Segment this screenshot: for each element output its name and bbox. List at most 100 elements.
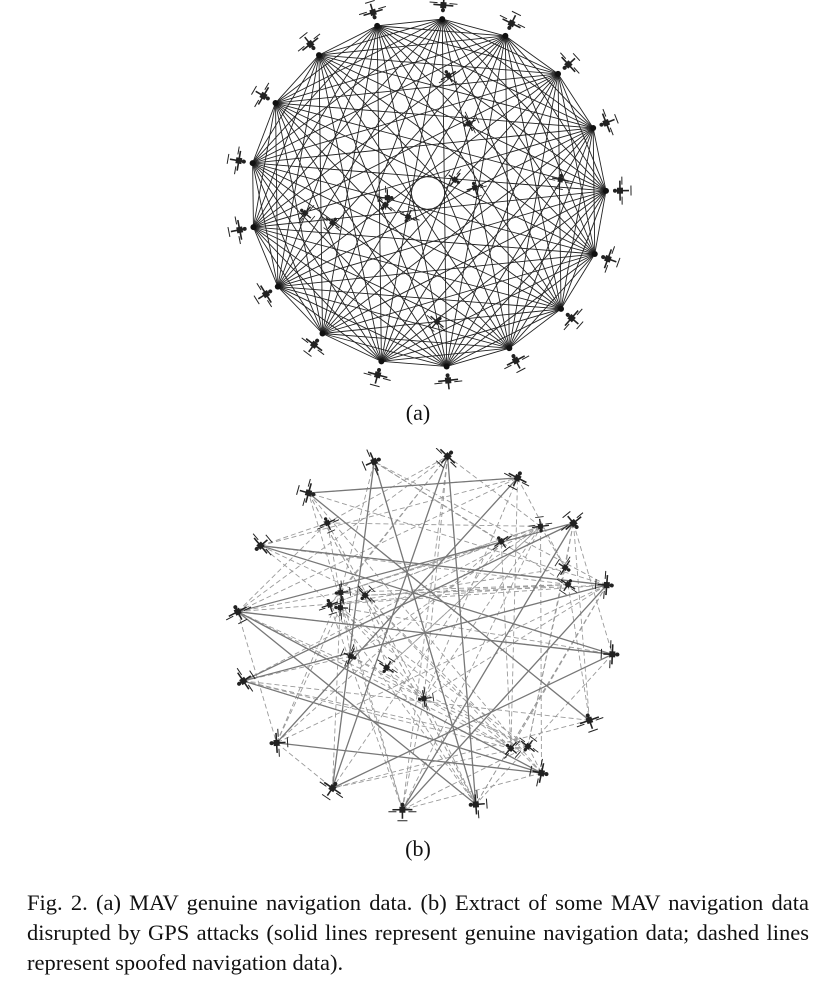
spoofed-edge bbox=[260, 545, 512, 749]
genuine-edge bbox=[252, 162, 595, 255]
drone-icon bbox=[388, 802, 417, 822]
genuine-edge bbox=[318, 54, 596, 255]
genuine-edge bbox=[277, 190, 607, 288]
genuine-edge bbox=[253, 25, 378, 228]
drone-icon bbox=[417, 686, 435, 711]
genuine-edge bbox=[508, 253, 596, 349]
genuine-edge bbox=[441, 18, 596, 255]
genuine-edge bbox=[560, 127, 594, 309]
spoofed-edge bbox=[423, 584, 607, 699]
ring-node bbox=[439, 16, 446, 23]
spoofed-edge bbox=[327, 455, 448, 524]
spoofed-edge bbox=[308, 492, 477, 805]
genuine-edge bbox=[446, 127, 594, 367]
genuine-edge bbox=[252, 163, 254, 228]
spoofed-edge bbox=[276, 584, 607, 744]
genuine-edge bbox=[331, 456, 449, 789]
spoofed-edge bbox=[350, 655, 512, 749]
genuine-edge bbox=[322, 127, 594, 334]
genuine-edge bbox=[253, 226, 382, 362]
genuine-edge bbox=[376, 25, 510, 349]
ring-node bbox=[250, 224, 257, 231]
genuine-edge bbox=[253, 73, 559, 228]
drone-icon bbox=[296, 478, 316, 507]
genuine-edge bbox=[381, 190, 607, 362]
drone-icon bbox=[236, 667, 256, 692]
genuine-edge bbox=[322, 333, 447, 367]
spoofed-edge bbox=[447, 455, 541, 527]
genuine-edge bbox=[322, 190, 607, 334]
genuine-edge bbox=[243, 680, 542, 774]
genuine-edge bbox=[322, 333, 510, 349]
drone-icon bbox=[548, 173, 572, 191]
genuine-edge bbox=[509, 308, 562, 349]
genuine-edge bbox=[253, 226, 323, 334]
drone-icon bbox=[434, 373, 463, 390]
figure-caption: Fig. 2. (a) MAV genuine navigation data.… bbox=[27, 890, 809, 975]
genuine-edge bbox=[252, 162, 447, 367]
genuine-edge bbox=[505, 35, 594, 129]
genuine-edge bbox=[252, 162, 562, 310]
genuine-edge bbox=[275, 102, 595, 255]
genuine-edge bbox=[277, 286, 323, 334]
genuine-edge bbox=[380, 19, 443, 362]
drone-icon bbox=[361, 449, 381, 476]
ring-node bbox=[374, 22, 381, 29]
panel-a-genuine-network bbox=[0, 0, 836, 390]
genuine-edge bbox=[276, 477, 519, 744]
drone-icon bbox=[563, 308, 584, 331]
spoofed-edge bbox=[540, 526, 542, 774]
genuine-edge bbox=[275, 35, 506, 104]
spoofed-edge bbox=[332, 541, 502, 789]
genuine-edge bbox=[252, 162, 279, 287]
panel-a-label: (a) bbox=[405, 400, 431, 425]
genuine-edges bbox=[237, 456, 613, 811]
drone-icon bbox=[576, 713, 604, 733]
genuine-edge bbox=[253, 226, 447, 367]
genuine-edge bbox=[253, 226, 510, 349]
genuine-edge bbox=[557, 73, 607, 192]
drone-icon bbox=[560, 52, 581, 74]
drone-icon bbox=[357, 585, 376, 603]
genuine-edge bbox=[557, 73, 594, 129]
genuine-edge bbox=[275, 102, 607, 192]
genuine-edge bbox=[381, 73, 559, 362]
genuine-edge bbox=[275, 102, 323, 334]
spoofed-edge bbox=[386, 667, 425, 699]
drone-icon bbox=[334, 580, 351, 605]
drone-icon bbox=[504, 354, 530, 374]
drone-icon bbox=[528, 516, 553, 533]
genuine-edge bbox=[277, 253, 595, 288]
drone-icon bbox=[503, 471, 530, 491]
genuine-edge bbox=[381, 308, 562, 362]
spoofed-edge bbox=[567, 584, 590, 721]
genuine-edge bbox=[276, 742, 542, 774]
spoofed-edge bbox=[350, 655, 529, 747]
genuine-edge bbox=[277, 18, 443, 287]
genuine-edge bbox=[243, 522, 574, 682]
drone-icon bbox=[468, 790, 488, 819]
genuine-edge bbox=[446, 35, 506, 367]
ring-node bbox=[590, 124, 597, 131]
genuine-edge bbox=[441, 18, 594, 129]
genuine-edge bbox=[253, 127, 594, 228]
spoofed-edge bbox=[386, 526, 541, 668]
genuine-edge bbox=[322, 308, 562, 334]
genuine-edge bbox=[237, 611, 542, 774]
spoofed-edge bbox=[510, 477, 519, 749]
genuine-edge bbox=[275, 102, 562, 310]
spoofed-edge bbox=[373, 461, 502, 542]
genuine-edge bbox=[253, 227, 279, 287]
drone-icon bbox=[594, 570, 614, 599]
spoofed-edge bbox=[308, 492, 607, 586]
spoofed-edge bbox=[326, 522, 425, 699]
drone-icon bbox=[435, 448, 457, 469]
drone-icon bbox=[363, 367, 391, 388]
genuine-edge bbox=[318, 54, 562, 310]
ring-node bbox=[555, 70, 562, 77]
drone-icon bbox=[492, 535, 513, 552]
spoofed-edge bbox=[276, 607, 341, 744]
genuine-edge bbox=[253, 226, 595, 255]
genuine-network-diagram bbox=[226, 0, 632, 390]
genuine-edge bbox=[376, 25, 562, 310]
